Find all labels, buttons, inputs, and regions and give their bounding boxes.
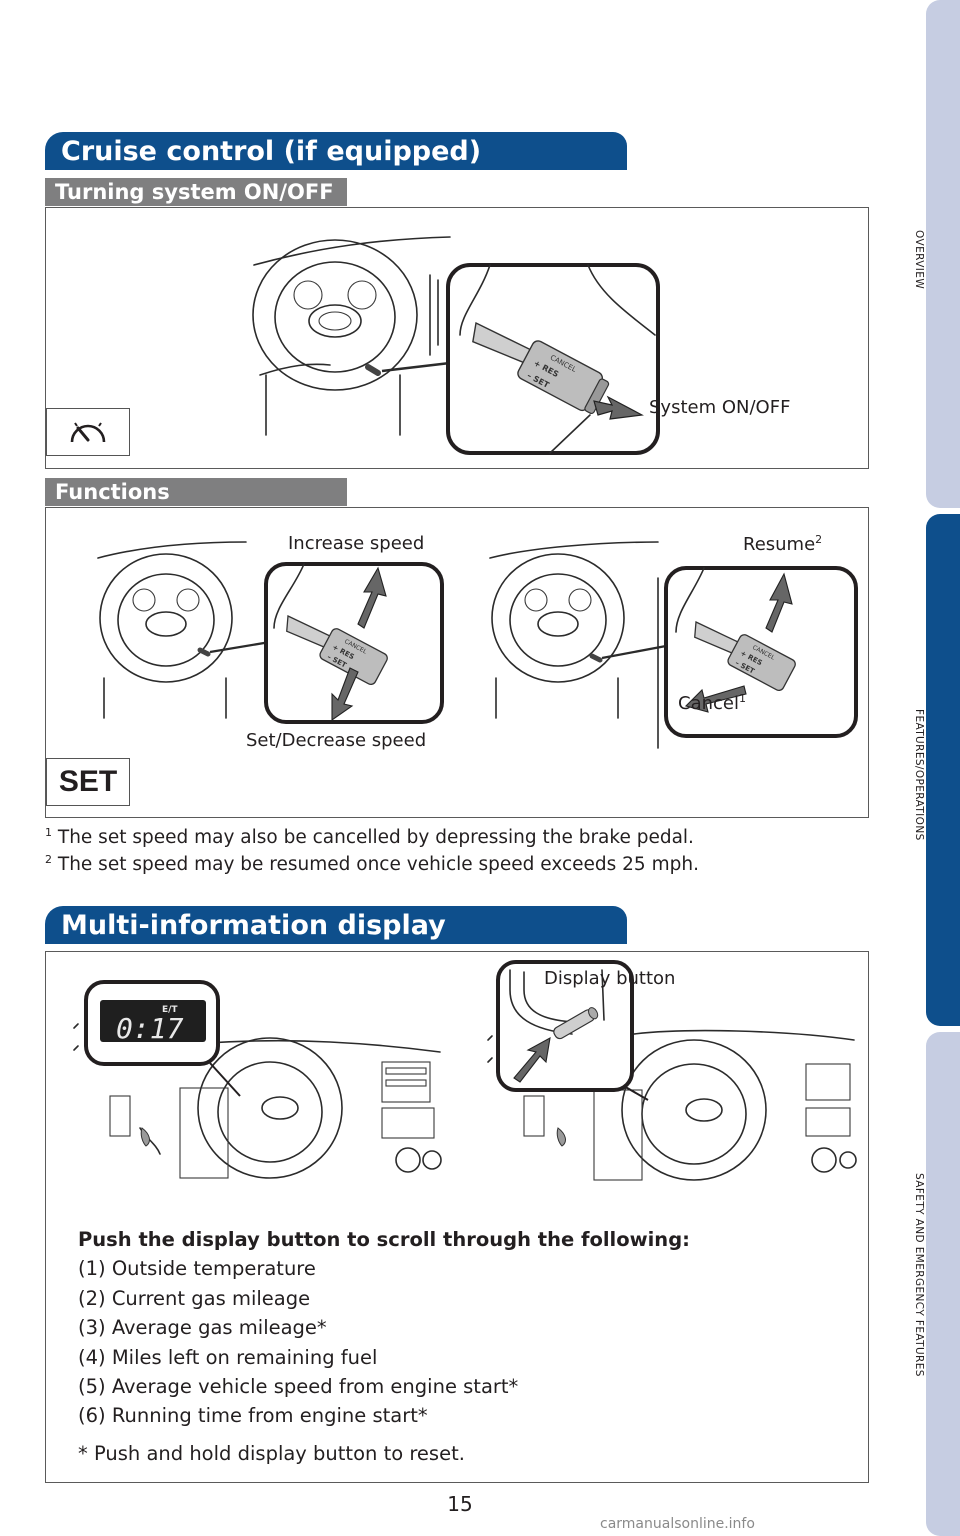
side-tab-overview[interactable] — [926, 0, 960, 508]
footnote-2: 2 The set speed may be resumed once vehi… — [45, 853, 699, 876]
side-tab-safety[interactable] — [926, 1032, 960, 1536]
cruise-section-title: Cruise control (if equipped) — [45, 132, 627, 170]
decrease-speed-label: Set/Decrease speed — [246, 730, 427, 751]
mid-item: (4) Miles left on remaining fuel — [78, 1345, 378, 1369]
mid-item: (5) Average vehicle speed from engine st… — [78, 1375, 519, 1399]
cruise-speedometer-icon — [70, 422, 106, 443]
side-label-overview: OVERVIEW — [913, 230, 925, 290]
mid-reset-note: * Push and hold display button to reset. — [78, 1441, 465, 1465]
onoff-subtitle: Turning system ON/OFF — [45, 178, 347, 206]
side-label-safety: SAFETY AND EMERGENCY FEATURES — [913, 1173, 925, 1377]
mid-item: (1) Outside temperature — [78, 1257, 316, 1281]
increase-speed-label: Increase speed — [288, 533, 425, 554]
set-indicator-box: SET — [46, 758, 130, 806]
side-label-features: FEATURES/OPERATIONS — [913, 709, 925, 841]
mid-item: (6) Running time from engine start* — [78, 1404, 428, 1428]
page-number: 15 — [447, 1492, 473, 1516]
footnote-1: 1 The set speed may also be cancelled by… — [45, 826, 694, 849]
watermark: carmanualsonline.info — [600, 1516, 755, 1532]
functions-subtitle: Functions — [45, 478, 347, 506]
display-button-illustration — [487, 960, 857, 1181]
system-onoff-label: System ON/OFF — [649, 397, 791, 418]
cruise-indicator-box — [46, 408, 130, 456]
mid-instructions: Push the display button to scroll throug… — [78, 1225, 690, 1468]
set-indicator-text: SET — [58, 765, 118, 798]
resume-cancel-illustration: CANCEL + RES – SET — [489, 541, 858, 749]
mid-screen-illustration: E/T 0:17 — [73, 980, 442, 1179]
steering-wheel-illustration: CANCEL + RES – SET — [252, 236, 660, 455]
mid-section-title: Multi-information display — [45, 906, 627, 944]
mid-intro: Push the display button to scroll throug… — [78, 1228, 690, 1251]
mid-item: (2) Current gas mileage — [78, 1286, 311, 1310]
resume-label: Resume2 — [743, 533, 823, 555]
side-tab-features[interactable] — [926, 514, 960, 1026]
svg-text:0:17: 0:17 — [116, 1012, 184, 1045]
svg-text:E/T: E/T — [162, 1005, 178, 1015]
display-button-label: Display button — [544, 968, 676, 989]
cancel-label: Cancel1 — [678, 692, 746, 714]
increase-decrease-illustration: CANCEL + RES – SET — [97, 541, 444, 724]
mid-item: (3) Average gas mileage* — [78, 1316, 327, 1340]
